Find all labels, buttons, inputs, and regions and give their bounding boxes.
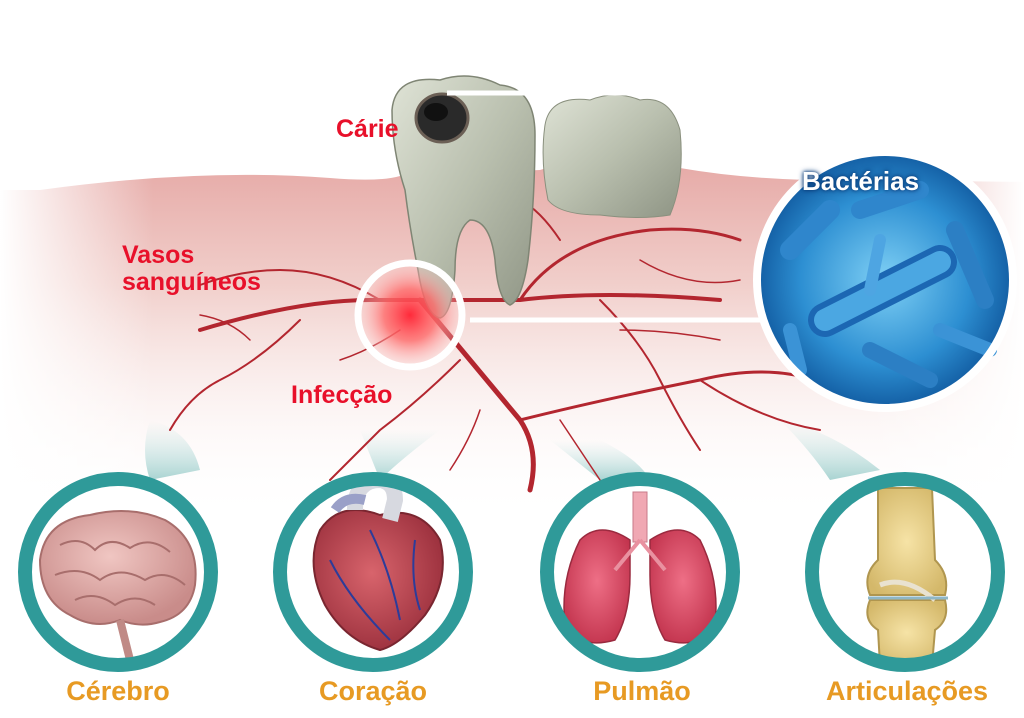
organ-ring-joints <box>805 472 1005 672</box>
label-cerebro: Cérebro <box>66 676 170 706</box>
label-infeccao: Infecção <box>291 381 393 409</box>
infection-circle <box>354 259 466 371</box>
label-articulacoes: Articulações <box>825 676 989 706</box>
connector-line <box>447 90 770 323</box>
label-vasos-line2: sanguíneos <box>122 268 261 296</box>
decayed-tooth <box>391 75 536 319</box>
organ-ring-heart <box>273 471 473 672</box>
organ-ring-brain <box>18 472 218 672</box>
label-carie: Cárie <box>336 115 399 143</box>
brain-icon <box>38 510 197 661</box>
label-pulmao: Pulmão <box>593 676 691 706</box>
knee-joint-icon <box>866 487 948 666</box>
label-bacterias: Bactérias <box>802 166 920 196</box>
label-coracao: Coração <box>318 676 428 706</box>
organ-ring-lungs <box>540 472 740 672</box>
bacteria-circle <box>753 148 1017 412</box>
connector-bands <box>145 420 880 480</box>
label-vasos-line1: Vasos <box>122 241 195 269</box>
bacteria-icon <box>780 181 997 388</box>
healthy-tooth <box>542 94 682 218</box>
